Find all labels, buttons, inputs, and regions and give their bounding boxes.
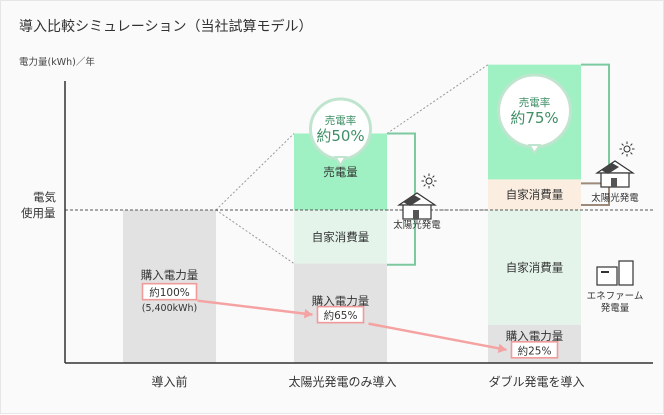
house-icon-1-sun-icon (421, 173, 437, 189)
house-icon-2-ray-7 (630, 143, 633, 146)
farm-label-2: 発電量 (601, 302, 630, 314)
solar-label-2: 太陽光発電 (591, 192, 639, 204)
segment-labels: 購入電力量約100%(5,400kWh)購入電力量約65%購入電力量約25%自家… (141, 115, 564, 359)
enefarm-unit-b (618, 260, 634, 286)
bar-seg-2-3 (488, 179, 581, 210)
house-icon-1-door (413, 210, 419, 219)
category-label-2: ダブル発電を導入 (488, 374, 584, 389)
usage-line-label-2: 使用量 (21, 206, 56, 220)
house-icon-1 (397, 173, 437, 220)
pct-box-2 (510, 341, 559, 359)
purchase-pct-1: 約65% (324, 309, 358, 322)
house-icon-2-sun-icon (619, 141, 635, 157)
purchase-pct-0: 約100% (149, 286, 190, 299)
sell-label-1: 売電量 (323, 165, 358, 179)
house-icon-2-ray-5 (621, 143, 624, 146)
bar-seg-2-2 (488, 210, 581, 325)
guide-2-top (386, 64, 489, 134)
purchase-label-0: 購入電力量 (141, 268, 199, 282)
bubble-value-0: 約50% (316, 127, 364, 145)
arrow-1-line (197, 299, 313, 316)
purchase-label-2: 購入電力量 (506, 329, 564, 343)
chart-title: 導入比較シミュレーション（当社試算モデル） (19, 18, 312, 35)
purchase-pct-2: 約25% (518, 344, 552, 357)
bracket-farm (581, 182, 610, 206)
self-label-2: 自家消費量 (506, 260, 564, 274)
enefarm-icon (596, 260, 634, 286)
purchase-kwh: (5,400kWh) (142, 303, 198, 314)
bubble-title-0: 売電率 (325, 114, 357, 127)
y-axis-label: 電力量(kWh)／年 (19, 56, 95, 68)
pct-box-1 (316, 305, 365, 324)
bubble-title-1: 売電率 (519, 96, 551, 109)
category-label-1: 太陽光発電のみ導入 (288, 374, 396, 389)
house-icon-2-sun-core (623, 145, 631, 153)
enefarm-unit-a (596, 266, 618, 286)
house-icon-1-ray-1 (432, 184, 435, 187)
house-icon-2-ray-3 (621, 152, 624, 155)
bubble-tail-1 (527, 144, 542, 155)
purchase-arrows (197, 299, 507, 354)
enefarm-slot (601, 271, 609, 273)
self-label-3: 自家消費量 (506, 188, 564, 202)
guide-1-bot (215, 209, 295, 264)
self-label-1: 自家消費量 (312, 230, 370, 244)
house-icon-2-ray-1 (630, 152, 633, 155)
arrow-1-head (303, 308, 313, 319)
category-labels: 導入前 太陽光発電のみ導入 ダブル発電を導入 (151, 374, 584, 389)
house-icon-2-door (611, 178, 617, 187)
house-icon-2 (595, 141, 635, 188)
house-icon-1-ray-7 (432, 175, 435, 178)
pct-box-0 (141, 282, 198, 301)
house-icon-1-ray-5 (423, 175, 426, 178)
solar-label-1: 太陽光発電 (393, 219, 441, 231)
bubble-tail-0 (333, 156, 348, 167)
bubble-value-1: 約75% (510, 109, 558, 127)
arrow-2-head (497, 343, 507, 354)
arrow-2-line (368, 322, 507, 352)
house-icon-2-panel (601, 163, 619, 174)
usage-line-label-1: 電気 (33, 190, 56, 204)
house-icon-1-panel (403, 195, 421, 206)
house-icon-1-ray-3 (423, 184, 426, 187)
guide-1-top (215, 133, 295, 211)
purchase-label-1: 購入電力量 (312, 294, 370, 308)
farm-label-1: エネファーム (587, 291, 644, 302)
category-label-0: 導入前 (151, 374, 187, 389)
bar-seg-1-1 (294, 210, 387, 264)
house-icon-1-sun-core (425, 177, 433, 185)
